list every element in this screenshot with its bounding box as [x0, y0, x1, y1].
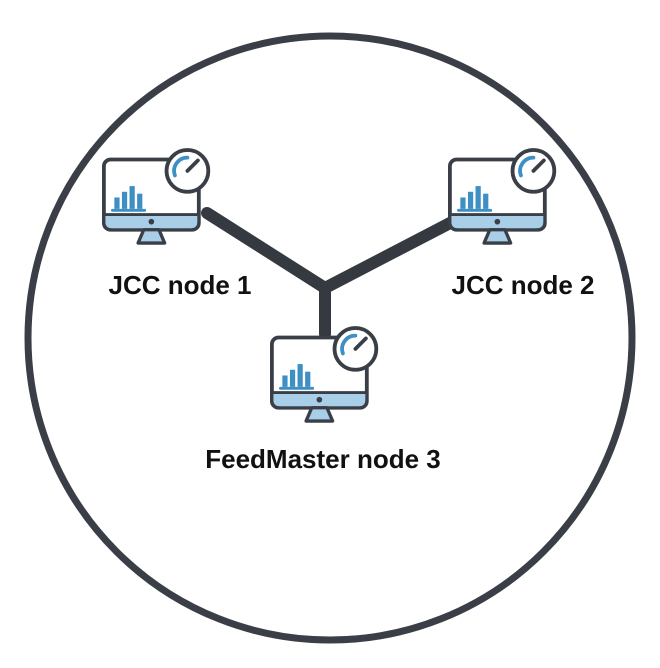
node2-monitor-icon — [448, 148, 557, 245]
node1-monitor-icon — [102, 148, 211, 245]
boundary-circle — [24, 32, 636, 644]
node1-label: JCC node 1 — [108, 270, 252, 300]
connector-lines — [201, 207, 458, 340]
node2-label: JCC node 2 — [451, 270, 595, 300]
node3-monitor-icon — [270, 326, 379, 423]
node3-label: FeedMaster node 3 — [205, 444, 441, 474]
